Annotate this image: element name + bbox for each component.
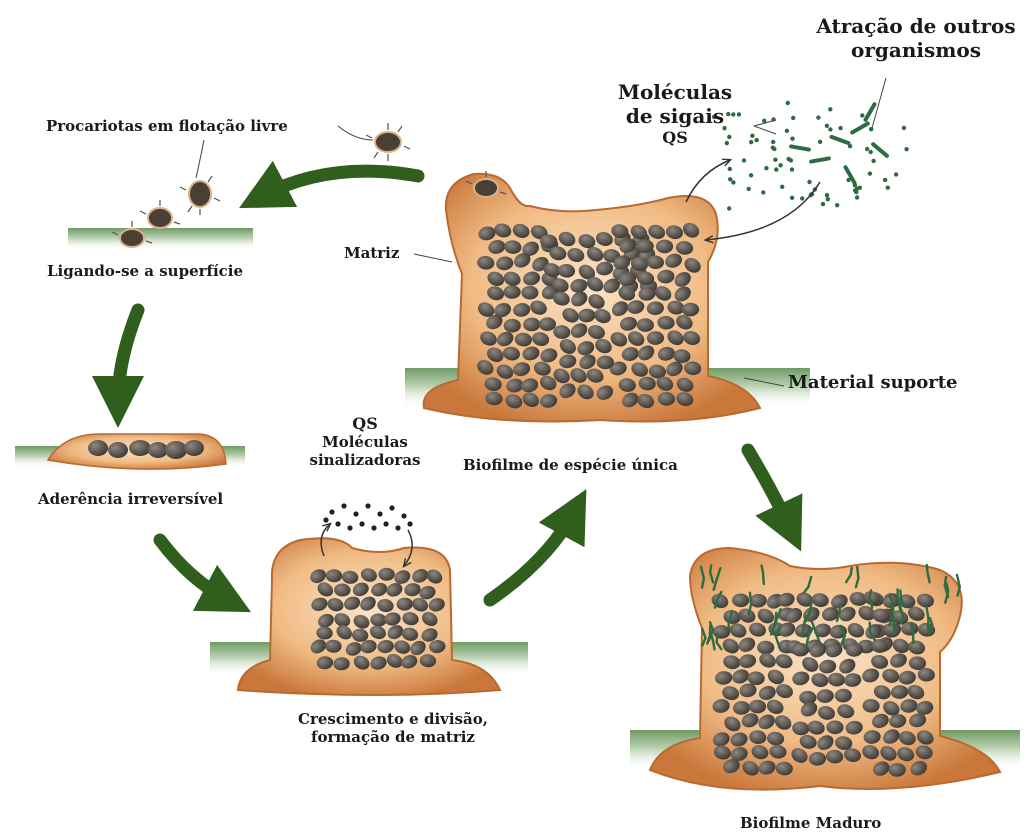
label-qs-mol-line1: Moléculas [600, 80, 750, 104]
qs-dot-26 [828, 107, 832, 111]
qs-dot-52 [786, 157, 790, 161]
growth-cell-1 [326, 569, 342, 582]
qs-dot-55 [780, 185, 784, 189]
label-signal-molecules: QS Moléculas sinalizadoras [285, 414, 445, 469]
qs-dot-14 [860, 113, 864, 117]
qs-dot-13 [835, 203, 839, 207]
label-support-material: Material suporte [788, 372, 958, 394]
qs-dot-45 [825, 124, 829, 128]
label-matrix: Matriz [344, 244, 399, 262]
growth-cell-4 [378, 568, 394, 581]
qs-dot-49 [791, 116, 795, 120]
qs-dot-67 [869, 127, 873, 131]
mature-biofilm [650, 548, 1000, 790]
other-organism-3 [811, 158, 829, 161]
qs-dot-62 [755, 138, 759, 142]
label-free-floating: Procariotas em flotação livre [46, 117, 288, 135]
qs-dot-37 [858, 186, 862, 190]
leader-free [338, 126, 373, 140]
qs-dot-43 [728, 177, 732, 181]
free-bacteria [112, 123, 410, 247]
qs-dot-57 [790, 137, 794, 141]
arrow-attach-to-irreversible [118, 310, 138, 402]
leader-matrix [414, 254, 452, 262]
irreversible-stage [48, 434, 226, 469]
qs-dot-10 [749, 173, 753, 177]
attached-bacterium-1 [140, 200, 180, 228]
qs-dot-42 [773, 158, 777, 162]
qs-dot-68 [883, 178, 887, 182]
other-organism-2 [873, 144, 887, 156]
qs-dot-54 [902, 126, 906, 130]
qs-dot-11 [886, 186, 890, 190]
free-bacterium-1 [366, 123, 410, 161]
qs-dot-19 [869, 150, 873, 154]
label-qs-mol-line3: QS [600, 128, 750, 147]
qs-dot-24 [825, 193, 829, 197]
qs-dot-5 [731, 180, 735, 184]
qs-dot-48 [786, 101, 790, 105]
qs-dot-21 [871, 159, 875, 163]
qs-dot-69 [771, 146, 775, 150]
qs-dot-9 [750, 134, 754, 138]
label-growth-line2: formação de matriz [258, 728, 528, 746]
arrow-top-to-attach [262, 171, 418, 196]
label-irreversible: Aderência irreversível [38, 490, 223, 508]
qs-dot-61 [828, 127, 832, 131]
label-growth-line1: Crescimento e divisão, [258, 710, 528, 728]
label-qs-small: QS [285, 414, 445, 433]
qs-dot-2 [818, 140, 822, 144]
arrow-single-to-mature [748, 450, 790, 528]
qs-dot-58 [838, 126, 842, 130]
qs-dot-35 [785, 129, 789, 133]
label-mature: Biofilme Maduro [740, 814, 881, 832]
qs-dot-15 [826, 197, 830, 201]
qs-dot-12 [800, 196, 804, 200]
label-attraction-line2: organismos [800, 38, 1031, 62]
surface-attach [68, 228, 253, 250]
label-attraction-line1: Atração de outros [800, 14, 1031, 38]
arrow-growth-to-single [490, 512, 574, 600]
single-cell-17 [503, 285, 520, 299]
free-bacterium-2 [180, 176, 220, 215]
other-organism-0 [832, 137, 849, 143]
qs-dot-59 [854, 190, 858, 194]
other-organism-5 [791, 146, 809, 149]
qs-dot-4 [904, 147, 908, 151]
arrow-irreversible-to-growth [160, 540, 228, 600]
qs-dot-29 [771, 140, 775, 144]
label-attraction: Atração de outros organismos [800, 14, 1031, 62]
label-signal-line1: Moléculas [285, 433, 445, 451]
mature-cell-14 [757, 641, 774, 655]
label-single-species: Biofilme de espécie única [463, 456, 678, 474]
qs-dot-66 [778, 163, 782, 167]
label-signal-line2: sinalizadoras [285, 451, 445, 469]
qs-dot-56 [774, 167, 778, 171]
other-organism-1 [852, 124, 868, 133]
qs-dot-7 [728, 167, 732, 171]
qs-dot-18 [894, 172, 898, 176]
label-attaching: Ligando-se a superfície [47, 262, 243, 280]
qs-dot-33 [807, 180, 811, 184]
growth-signal-dots [323, 503, 412, 530]
mature-cell-30 [749, 700, 766, 714]
qs-dot-0 [790, 196, 794, 200]
qs-dot-65 [742, 158, 746, 162]
qs-dot-8 [865, 147, 869, 151]
qs-dot-47 [790, 167, 794, 171]
qs-dot-27 [821, 202, 825, 206]
leader-free-2 [196, 140, 204, 178]
qs-dot-64 [816, 115, 820, 119]
qs-dot-60 [855, 195, 859, 199]
label-qs-mol-line2: de sigais [600, 104, 750, 128]
qs-dot-25 [761, 190, 765, 194]
qs-dot-40 [727, 206, 731, 210]
qs-dot-39 [764, 166, 768, 170]
label-qs-molecules: Moléculas de sigais QS [600, 80, 750, 147]
label-growth: Crescimento e divisão, formação de matri… [258, 710, 528, 746]
growth-stage [238, 503, 500, 695]
qs-dot-41 [747, 187, 751, 191]
qs-dot-32 [868, 171, 872, 175]
other-organism-6 [866, 104, 875, 120]
